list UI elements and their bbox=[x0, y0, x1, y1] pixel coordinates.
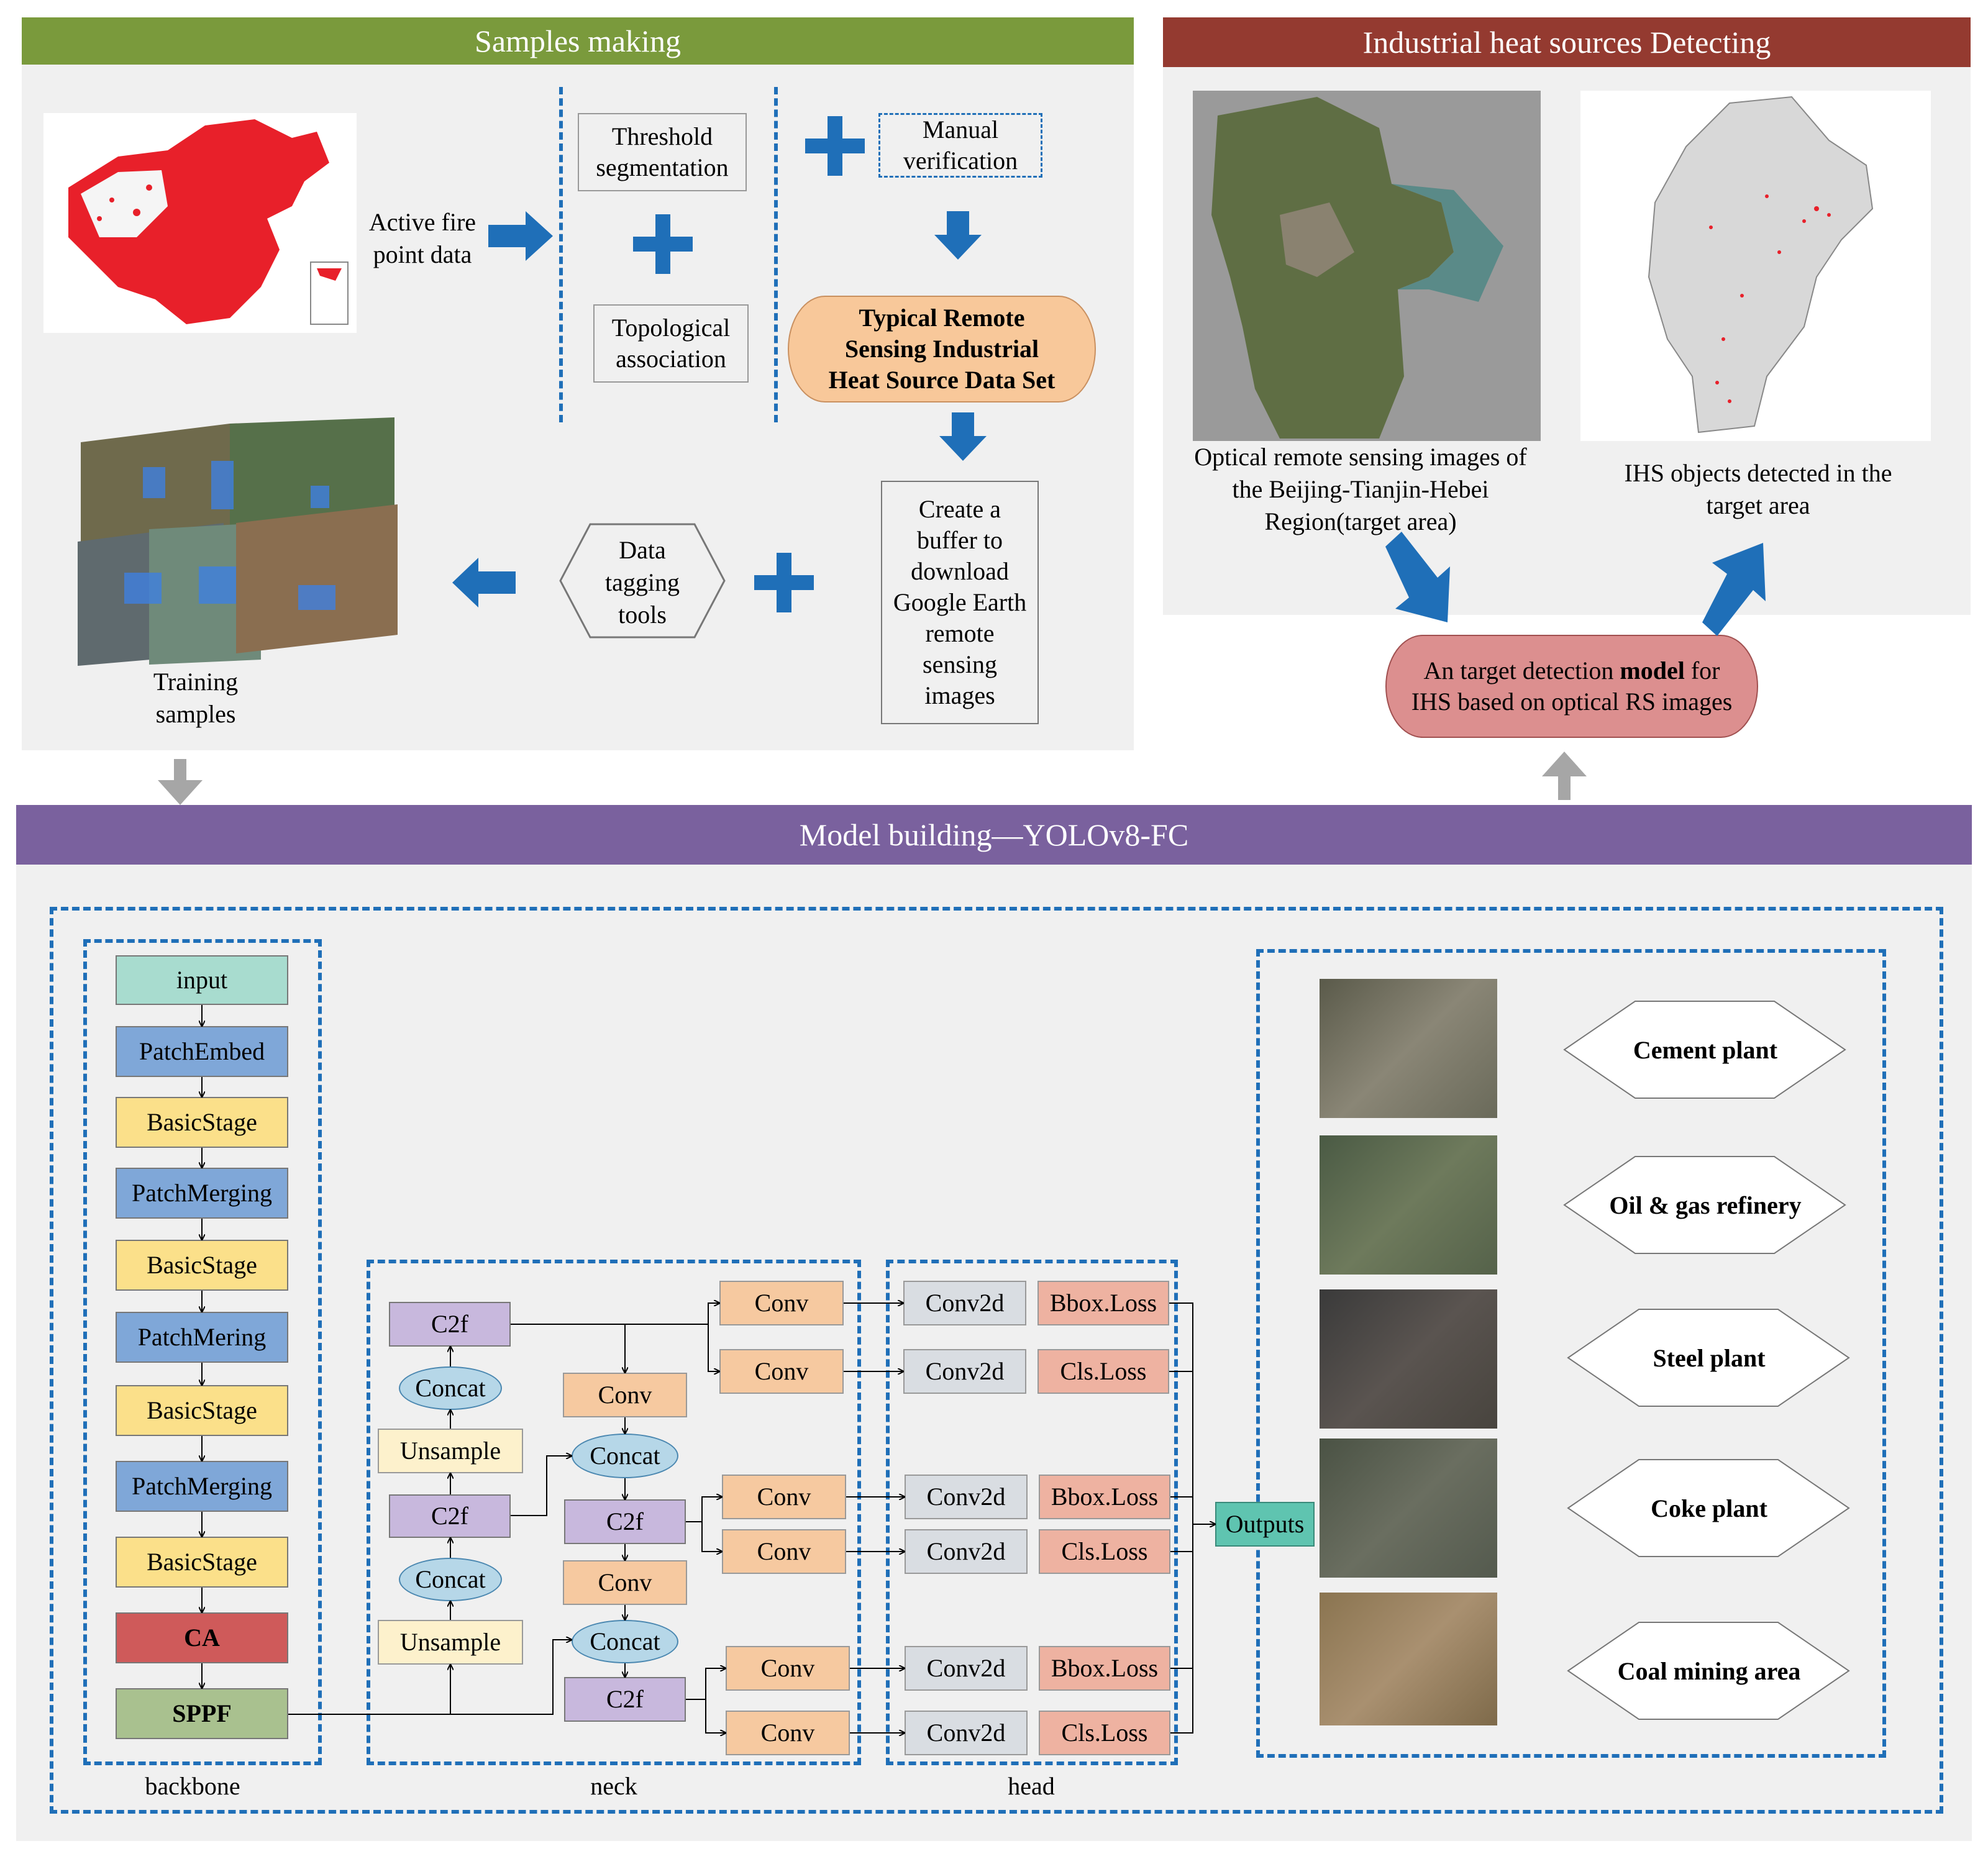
training-images bbox=[75, 417, 398, 666]
neck-c2f-3: C2f bbox=[564, 1677, 686, 1722]
head-cls-3: Cls.Loss bbox=[1039, 1711, 1170, 1755]
backbone-basicstage-1: BasicStage bbox=[116, 1097, 288, 1148]
dataset-label: Typical Remote Sensing Industrial Heat S… bbox=[828, 304, 1056, 394]
head-conv2d-2a: Conv2d bbox=[905, 1475, 1028, 1519]
steel-plant-image bbox=[1320, 1289, 1497, 1429]
model-text-post: for IHS based on optical RS images bbox=[1411, 657, 1733, 716]
head-conv2d-2b: Conv2d bbox=[905, 1529, 1028, 1574]
head-conv-3a: Conv bbox=[726, 1646, 850, 1691]
model-text-bold: model bbox=[1620, 657, 1685, 684]
output-coke-plant: Coke plant bbox=[1651, 1494, 1767, 1522]
threshold-box: Threshold segmentation bbox=[578, 113, 747, 191]
head-conv-1a: Conv bbox=[719, 1281, 844, 1325]
ihs-caption: IHS objects detected in the target area bbox=[1624, 459, 1892, 519]
manual-box: Manual verification bbox=[878, 113, 1042, 178]
topological-box: Topological association bbox=[593, 304, 749, 383]
backbone-patchembed: PatchEmbed bbox=[116, 1026, 288, 1077]
tagging-label: Data tagging tools bbox=[605, 536, 680, 629]
neck-unsample-bottom: Unsample bbox=[378, 1620, 523, 1665]
head-bbox-1: Bbox.Loss bbox=[1037, 1281, 1169, 1325]
threshold-topo-group bbox=[559, 87, 778, 422]
neck-frame bbox=[367, 1260, 861, 1765]
training-label: Training samples bbox=[153, 668, 239, 728]
head-conv-1b: Conv bbox=[719, 1349, 844, 1394]
model-header: Model building—YOLOv8-FC bbox=[16, 805, 1972, 865]
output-refinery: Oil & gas refinery bbox=[1609, 1191, 1802, 1219]
outputs-box: Outputs bbox=[1215, 1502, 1315, 1547]
backbone-patchmering: PatchMering bbox=[116, 1312, 288, 1363]
neck-concat-3: Concat bbox=[572, 1620, 678, 1663]
backbone-patchmerging-2: PatchMerging bbox=[116, 1461, 288, 1512]
optical-caption: Optical remote sensing images of the Bei… bbox=[1194, 443, 1527, 535]
model-cylinder-text: An target detection model for IHS based … bbox=[1410, 655, 1733, 717]
head-conv-3b: Conv bbox=[726, 1711, 850, 1755]
neck-label: neck bbox=[590, 1772, 637, 1800]
head-conv-2b: Conv bbox=[722, 1529, 846, 1574]
head-conv2d-1b: Conv2d bbox=[903, 1349, 1026, 1394]
dataset-cylinder: Typical Remote Sensing Industrial Heat S… bbox=[788, 296, 1096, 402]
model-text-pre: An target detection bbox=[1423, 657, 1620, 684]
backbone-input: input bbox=[116, 955, 288, 1005]
backbone-label: backbone bbox=[145, 1772, 240, 1800]
ihs-detected-map bbox=[1580, 91, 1931, 441]
head-label: head bbox=[1008, 1772, 1055, 1800]
head-bbox-2: Bbox.Loss bbox=[1039, 1475, 1170, 1519]
buffer-box: Create a buffer to download Google Earth… bbox=[881, 481, 1039, 724]
output-steel-plant: Steel plant bbox=[1653, 1344, 1766, 1372]
output-cement-plant: Cement plant bbox=[1633, 1036, 1778, 1064]
output-coal-mining: Coal mining area bbox=[1617, 1657, 1801, 1685]
model-cylinder: An target detection model for IHS based … bbox=[1385, 635, 1758, 738]
neck-concat-2: Concat bbox=[572, 1434, 678, 1478]
tagging-hexagon bbox=[559, 523, 726, 639]
head-cls-2: Cls.Loss bbox=[1039, 1529, 1170, 1574]
head-cls-1: Cls.Loss bbox=[1037, 1349, 1169, 1394]
neck-conv-1: Conv bbox=[563, 1373, 687, 1417]
neck-conv-2: Conv bbox=[563, 1560, 687, 1605]
head-conv2d-1a: Conv2d bbox=[903, 1281, 1026, 1325]
neck-c2f-top: C2f bbox=[389, 1302, 511, 1347]
coke-plant-image bbox=[1320, 1439, 1497, 1578]
backbone-basicstage-4: BasicStage bbox=[116, 1537, 288, 1588]
china-fire-map bbox=[43, 113, 357, 333]
head-bbox-3: Bbox.Loss bbox=[1039, 1646, 1170, 1691]
model-outer-frame bbox=[50, 907, 1943, 1814]
backbone-patchmerging-1: PatchMerging bbox=[116, 1168, 288, 1219]
backbone-basicstage-2: BasicStage bbox=[116, 1240, 288, 1291]
backbone-basicstage-3: BasicStage bbox=[116, 1385, 288, 1436]
neck-concat-top: Concat bbox=[399, 1366, 502, 1410]
head-conv2d-3b: Conv2d bbox=[905, 1711, 1028, 1755]
head-conv-2a: Conv bbox=[722, 1475, 846, 1519]
detect-header: Industrial heat sources Detecting bbox=[1163, 17, 1971, 67]
outputs-frame bbox=[1256, 949, 1886, 1758]
backbone-ca: CA bbox=[116, 1612, 288, 1663]
neck-c2f-2: C2f bbox=[564, 1499, 686, 1544]
backbone-sppf: SPPF bbox=[116, 1688, 288, 1739]
backbone-frame bbox=[83, 939, 322, 1765]
active-fire-label: Active fire point data bbox=[368, 208, 476, 268]
head-frame bbox=[886, 1260, 1178, 1765]
bth-optical-image bbox=[1193, 91, 1541, 441]
head-conv2d-3a: Conv2d bbox=[905, 1646, 1028, 1691]
cement-plant-image bbox=[1320, 979, 1497, 1118]
coal-mining-image bbox=[1320, 1593, 1497, 1725]
samples-header: Samples making bbox=[22, 17, 1134, 65]
china-map-shape bbox=[68, 119, 349, 325]
refinery-image bbox=[1320, 1135, 1497, 1275]
